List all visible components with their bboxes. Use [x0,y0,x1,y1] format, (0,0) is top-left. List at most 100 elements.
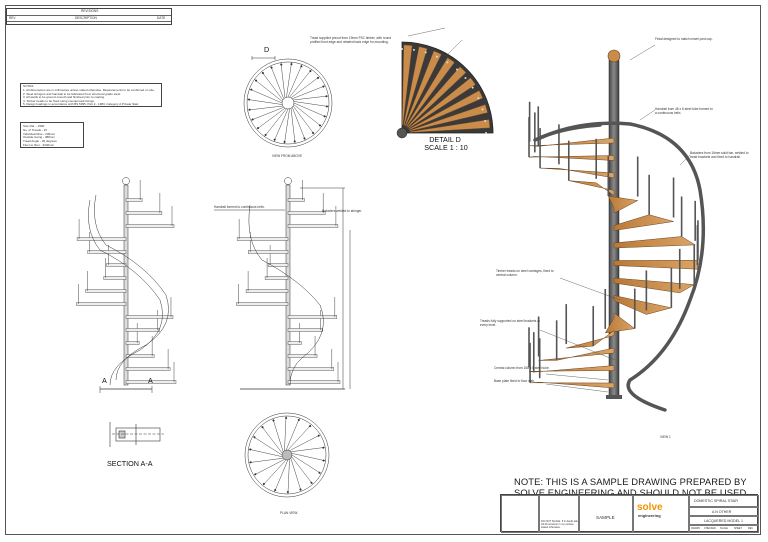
tread-line [291,456,313,485]
detail-tread [403,46,428,126]
tread-line [290,108,296,144]
tread-line [273,108,289,142]
detail-tread [408,90,484,131]
tread-line [287,424,312,451]
title-block-model-cell: LACQUERED MODEL 1 [689,516,759,525]
elevation-middle [214,177,351,390]
iso-callout: Timber treads on steel carriages, fixed … [496,269,554,277]
elevation-tread [236,302,289,306]
tread-line [290,447,326,453]
baluster-dot [248,98,251,101]
baluster-dot [261,72,265,75]
elevation-tread [125,354,155,358]
elevation-tread [236,237,289,241]
elevation-tread [287,315,338,319]
detail-scale: SCALE 1 : 10 [424,143,468,152]
baluster-dot [310,481,313,484]
spec-box: Size Dia. - 1590 No. of Treads - 15 Indi… [20,122,84,148]
tread-line [261,71,284,101]
tread-line [292,107,306,141]
title-block-left [501,495,539,533]
detail-tread [401,44,413,126]
spec-line: Size Dia. - 1590 [23,124,45,128]
baluster-dot [286,490,289,494]
iso-tread [613,214,674,231]
baluster-dot [253,436,256,439]
iso-tread [607,195,639,214]
detail-fixing-dot [485,132,487,134]
detail-fixing-dot [446,61,449,64]
iso-tread [528,365,615,373]
title-block-status-cell: SAMPLE [579,495,633,533]
detail-fixing-dot [401,48,403,50]
baluster-dot [297,418,300,421]
plan-view-top-label: VIEW FROM ABOVE [272,154,303,158]
iso-tread [613,277,696,294]
elevation-tread [125,367,171,371]
section-mark-right: A [148,376,153,385]
baluster-dot [273,138,276,141]
baluster-dot [272,419,275,422]
tread-line [248,448,283,457]
detail-fixing-dot [477,97,480,100]
baluster-dot [309,70,312,73]
iso-callout: Handrail from 48 x 6 steel tube formed t… [655,107,713,115]
detail-fixing-dot [435,55,438,58]
company-logo-sub: engineering [638,513,661,518]
baluster-dot [250,88,253,91]
notes-box: NOTES 1. All dimensions are in millimetr… [20,83,162,107]
elevation-tread [287,198,305,202]
title-block-notes: DO NOT SCALE. If in doubt ask. All dimen… [539,495,579,533]
plan-view-bottom [244,412,330,498]
iso-callout: Balusters from 16mm solid bar, welded to… [690,151,749,159]
revision-header-row: REV DESCRIPTION DATE [7,14,171,22]
baluster-dot [303,137,306,140]
tread-line [280,62,286,98]
rev-label: REV [748,527,753,530]
tread-line [272,418,284,452]
elevation-tread [248,250,289,254]
revision-col-rev: REV [9,15,16,20]
detail-tread [406,66,467,128]
iso-tread [566,330,615,349]
section-title: SECTION A-A [107,459,153,468]
elevation-tread [125,341,140,345]
baluster-dot [318,124,321,127]
tread-line [274,459,289,493]
tread-line [270,65,284,99]
elevation-tread [245,289,289,293]
detail-title: DETAIL D [429,135,461,144]
baluster-dot [262,482,265,485]
baluster-dot [274,489,277,492]
notes-heading: NOTES [23,84,34,88]
baluster-dot [254,473,257,476]
detail-ref-marker: D [264,45,270,54]
note-line: 5. Design loadings in accordance with BS… [23,102,139,107]
detail-fixing-dot [484,120,487,123]
tread-line [284,108,290,144]
tread-line [261,425,283,454]
iso-tread [538,347,615,361]
tread-line [252,436,283,456]
elevation-left [76,177,177,393]
tread-line [254,79,283,102]
section-mark-left: A [102,376,107,385]
elevation-tread [287,367,335,371]
baluster-dot [249,461,252,464]
elevation-tread [287,224,339,228]
baluster-dot [322,85,325,88]
baluster-dot [280,63,283,66]
elevation-tread [264,276,289,280]
baluster-dot [311,131,315,134]
client-name: A N OTHER [712,509,732,514]
title-block-logo-cell: solve engineering [633,495,689,533]
company-logo-word: solve [637,502,663,513]
baluster-dot [255,79,258,82]
note-line: 2. Steel stringers and handrail to be fa… [23,91,121,96]
tread-line [256,107,286,130]
baluster-dot [323,115,326,118]
section-a-a-detail [109,422,164,447]
baluster-dot [317,434,320,437]
tread-line [262,459,287,486]
tread-line [289,69,312,98]
